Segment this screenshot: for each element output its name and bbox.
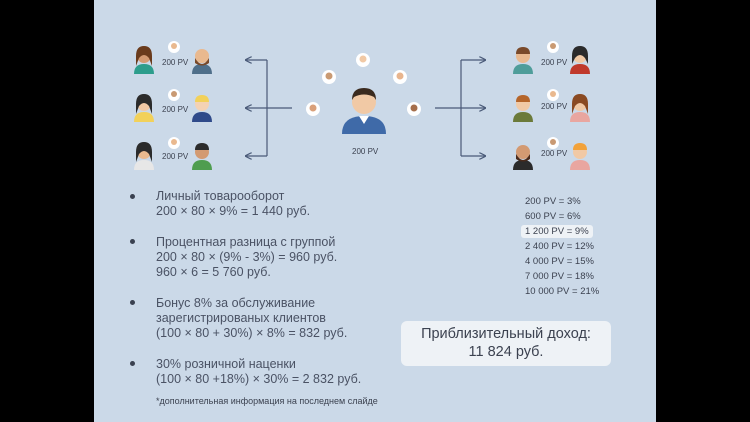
- bullet-marker: [130, 239, 135, 244]
- bullet-personal-turnover: Личный товарооборот 200 × 80 × 9% = 1 44…: [156, 189, 310, 219]
- bullet-retail-markup: 30% розничной наценки (100 × 80 +18%) × …: [156, 357, 361, 387]
- center-person-icon: [342, 88, 386, 134]
- left-bracket: [246, 60, 292, 156]
- right-bracket: [435, 60, 485, 156]
- network-diagram: [134, 41, 590, 170]
- right-group-3-pv: 200 PV: [541, 149, 568, 158]
- bullet-line: Бонус 8% за обслуживание: [156, 296, 316, 310]
- tier-item: 600 PV = 6%: [525, 211, 581, 222]
- left-group-people-icon: [134, 41, 212, 170]
- left-group-3-pv: 200 PV: [162, 152, 189, 161]
- tier-item: 2 400 PV = 12%: [525, 241, 594, 252]
- bullet-marker: [130, 361, 135, 366]
- bullet-line: (100 × 80 + 30%) × 8% = 832 руб.: [156, 326, 348, 340]
- right-group-people-icon: [513, 41, 590, 170]
- bullet-line: Процентная разница с группой: [156, 235, 336, 249]
- tier-item: 7 000 PV = 18%: [525, 271, 594, 282]
- bullet-line: 200 × 80 × 9% = 1 440 руб.: [156, 204, 311, 218]
- right-group-2-pv: 200 PV: [541, 102, 568, 111]
- bullet-line: Личный товарооборот: [156, 189, 285, 203]
- right-group-1-pv: 200 PV: [541, 58, 568, 67]
- bullet-group-difference: Процентная разница с группой 200 × 80 × …: [156, 235, 337, 280]
- slide: 200 PV 200 PV 200 PV 200 PV 200 PV 200 P…: [94, 0, 656, 422]
- bullet-service-bonus: Бонус 8% за обслуживание зарегистрирован…: [156, 296, 347, 341]
- small-avatar-icon: [306, 53, 421, 116]
- tier-item: 10 000 PV = 21%: [525, 286, 600, 297]
- bullet-marker: [130, 300, 135, 305]
- left-group-1-pv: 200 PV: [162, 58, 189, 67]
- bullet-line: 30% розничной наценки: [156, 357, 296, 371]
- tier-item: 200 PV = 3%: [525, 196, 581, 207]
- center-pv: 200 PV: [352, 147, 379, 156]
- left-group-2-pv: 200 PV: [162, 105, 189, 114]
- income-label: Приблизительный доход:: [421, 326, 591, 342]
- income-box: Приблизительный доход: 11 824 руб.: [401, 321, 611, 366]
- bullet-line: 200 × 80 × (9% - 3%) = 960 руб.: [156, 250, 338, 264]
- bullet-line: 960 × 6 = 5 760 руб.: [156, 265, 271, 279]
- tier-item: 4 000 PV = 15%: [525, 256, 594, 267]
- tier-item-highlighted: 1 200 PV = 9%: [521, 225, 593, 238]
- income-value: 11 824 руб.: [468, 344, 544, 360]
- footnote: *дополнительная информация на последнем …: [156, 396, 378, 406]
- bullet-line: зарегистрированых клиентов: [156, 311, 326, 325]
- bullet-line: (100 × 80 +18%) × 30% = 2 832 руб.: [156, 372, 362, 386]
- bullet-marker: [130, 194, 135, 199]
